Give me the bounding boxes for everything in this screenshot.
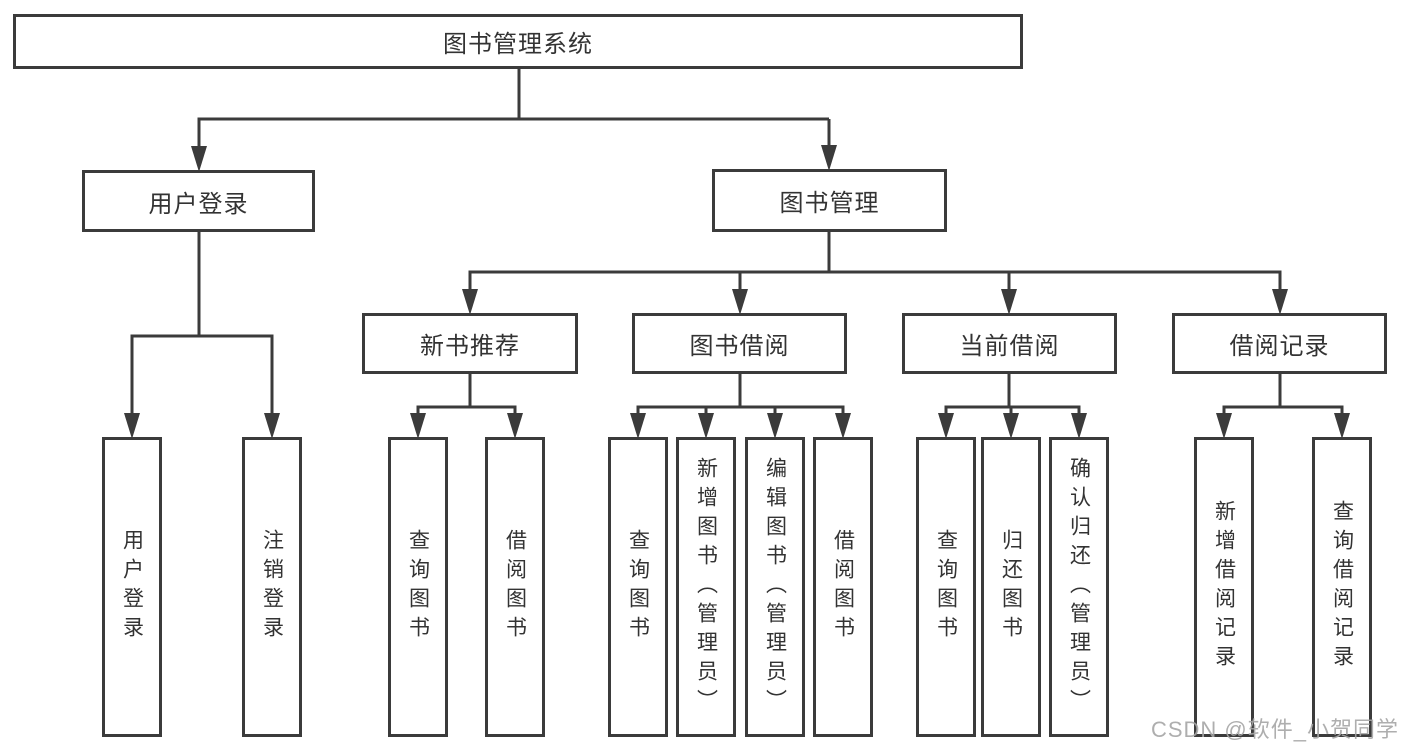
leaf-label: 编辑图书（管理员） [763, 456, 787, 718]
leaf-query-books-current: 查询图书 [916, 437, 976, 737]
leaf-label: 查询图书 [934, 529, 958, 645]
leaf-label: 查询图书 [406, 529, 430, 645]
leaf-edit-books-admin: 编辑图书（管理员） [745, 437, 805, 737]
leaf-query-borrow-record: 查询借阅记录 [1312, 437, 1372, 737]
leaf-label: 新增借阅记录 [1212, 500, 1236, 674]
leaf-query-books-borrow: 查询图书 [608, 437, 668, 737]
leaf-label: 新增图书（管理员） [694, 456, 718, 718]
leaf-label: 借阅图书 [831, 529, 855, 645]
node-label: 当前借阅 [959, 333, 1060, 360]
leaf-add-books-admin: 新增图书（管理员） [676, 437, 736, 737]
leaf-label: 借阅图书 [503, 529, 527, 645]
leaf-label: 查询借阅记录 [1330, 500, 1354, 674]
leaf-add-borrow-record: 新增借阅记录 [1194, 437, 1254, 737]
node-label: 图书管理 [779, 190, 880, 217]
leaf-user-login: 用户登录 [102, 437, 162, 737]
leaf-borrow-books: 借阅图书 [813, 437, 873, 737]
node-new-book-recommendation: 新书推荐 [362, 313, 578, 374]
node-book-borrowing: 图书借阅 [632, 313, 847, 374]
leaf-logout-login: 注销登录 [242, 437, 302, 737]
leaf-label: 归还图书 [999, 529, 1023, 645]
leaf-borrow-books-recommend: 借阅图书 [485, 437, 545, 737]
leaf-label: 确认归还（管理员） [1067, 456, 1091, 718]
node-label: 新书推荐 [420, 333, 520, 360]
leaf-label: 用户登录 [120, 529, 144, 645]
node-label: 用户登录 [148, 190, 249, 218]
node-label: 借阅记录 [1229, 333, 1330, 360]
node-borrowing-records: 借阅记录 [1172, 313, 1387, 374]
leaf-label: 注销登录 [260, 529, 284, 645]
leaf-confirm-return-admin: 确认归还（管理员） [1049, 437, 1109, 737]
leaf-label: 查询图书 [626, 529, 650, 645]
node-label: 图书管理系统 [443, 31, 593, 58]
leaf-return-books: 归还图书 [981, 437, 1041, 737]
leaf-query-books-recommend: 查询图书 [388, 437, 448, 737]
node-current-borrowing: 当前借阅 [902, 313, 1117, 374]
node-book-management: 图书管理 [712, 169, 947, 232]
node-user-login: 用户登录 [82, 170, 315, 232]
node-library-management-system: 图书管理系统 [13, 14, 1023, 69]
node-label: 图书借阅 [689, 333, 790, 360]
